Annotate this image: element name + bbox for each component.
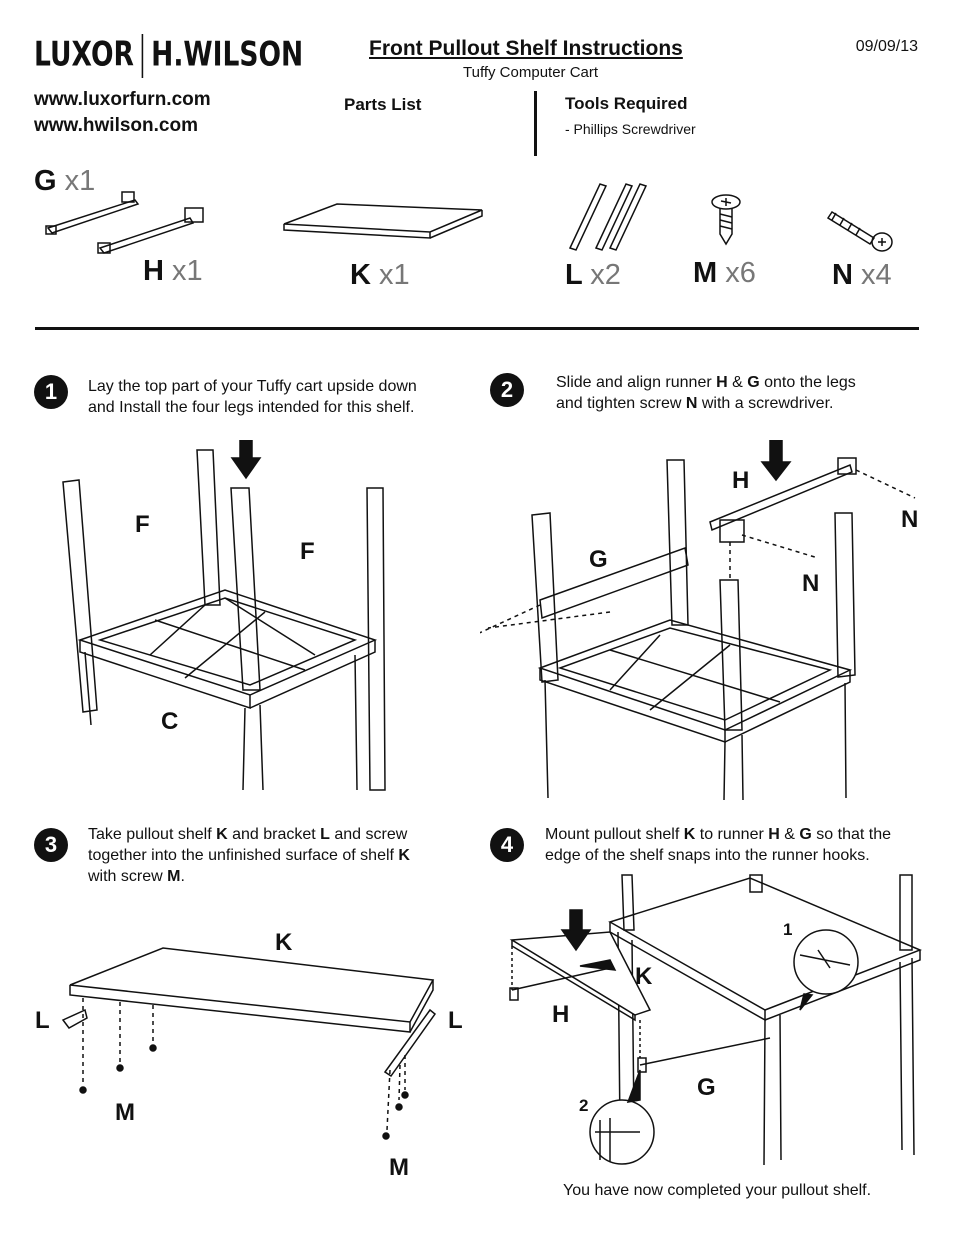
part-qty: x2 xyxy=(590,259,621,291)
part-qty: x4 xyxy=(861,259,892,291)
part-label-h: H x1 xyxy=(143,255,203,288)
step-4-text: Mount pullout shelf K to runner H & G so… xyxy=(545,824,891,866)
step-1-text: Lay the top part of your Tuffy cart upsi… xyxy=(88,376,417,418)
screw-m-icon xyxy=(711,194,741,246)
step-text-line: Lay the top part of your Tuffy cart upsi… xyxy=(88,378,417,395)
step-2-label-h: H xyxy=(732,467,750,494)
step-1-label-c: C xyxy=(161,708,179,735)
brand-logo: LUXOR H.WILSON xyxy=(34,34,303,78)
parts-list-heading: Parts List xyxy=(344,95,422,114)
part-qty: x1 xyxy=(64,165,96,197)
step-3-text: Take pullout shelf K and bracket L and s… xyxy=(88,824,410,887)
part-letter: L xyxy=(565,259,583,291)
part-label-k: K x1 xyxy=(350,259,410,292)
step-4-illustration xyxy=(509,874,922,1166)
part-qty: x1 xyxy=(172,255,203,287)
part-qty: x6 xyxy=(725,257,756,289)
part-letter: M xyxy=(693,257,718,289)
runner-g-icon xyxy=(45,191,204,254)
step-3-label-l1: L xyxy=(35,1007,50,1034)
brand-right: H.WILSON xyxy=(151,34,304,75)
tools-heading: Tools Required xyxy=(565,94,688,113)
step-number-3: 3 xyxy=(34,828,68,862)
part-label-m: M x6 xyxy=(693,257,756,290)
step-text-line: with screw M. xyxy=(88,868,185,885)
step-3-label-m2: M xyxy=(389,1154,409,1181)
step-text-line: edge of the shelf snaps into the runner … xyxy=(545,847,870,864)
step-text-line: Slide and align runner H & G onto the le… xyxy=(556,374,856,391)
header-divider xyxy=(534,91,537,156)
part-letter: H xyxy=(143,255,164,287)
step-2-label-n2: N xyxy=(802,570,820,597)
step-1-label-f2: F xyxy=(300,538,315,565)
part-qty: x1 xyxy=(379,259,410,291)
brand-left: LUXOR xyxy=(34,34,134,75)
step-2-illustration xyxy=(480,440,916,801)
step-4-callout-1: 1 xyxy=(783,920,793,939)
step-text-line: and Install the four legs intended for t… xyxy=(88,399,415,416)
step-4-callout-2: 2 xyxy=(579,1096,589,1115)
page-title: Front Pullout Shelf Instructions xyxy=(369,37,683,60)
part-label-g: G x1 xyxy=(34,165,95,198)
step-3-label-k: K xyxy=(275,929,293,956)
step-3-illustration xyxy=(61,947,437,1140)
part-letter: N xyxy=(832,259,853,291)
step-text-line: Mount pullout shelf K to runner H & G so… xyxy=(545,826,891,843)
step-text-line: and tighten screw N with a screwdriver. xyxy=(556,395,834,412)
step-1-illustration xyxy=(62,440,386,791)
step-1-label-f1: F xyxy=(135,511,150,538)
tool-item: - Phillips Screwdriver xyxy=(565,121,696,137)
part-label-n: N x4 xyxy=(832,259,892,292)
step-2-label-g: G xyxy=(589,546,608,573)
website-link-hwilson[interactable]: www.hwilson.com xyxy=(34,115,198,136)
step-2-label-n1: N xyxy=(901,506,919,533)
step-text-line: Take pullout shelf K and bracket L and s… xyxy=(88,826,408,843)
completion-note: You have now completed your pullout shel… xyxy=(563,1182,872,1199)
step-number-1: 1 xyxy=(34,375,68,409)
part-letter: K xyxy=(350,259,371,291)
part-label-l: L x2 xyxy=(565,259,621,292)
step-4-label-k: K xyxy=(635,963,653,990)
step-number-4: 4 xyxy=(490,828,524,862)
part-letter: G xyxy=(34,165,57,197)
website-link-luxor[interactable]: www.luxorfurn.com xyxy=(34,89,211,110)
page-subtitle: Tuffy Computer Cart xyxy=(463,64,599,81)
step-text-line: together into the unfinished surface of … xyxy=(88,847,410,864)
step-3-label-l2: L xyxy=(448,1007,463,1034)
bracket-l-icon xyxy=(568,183,648,251)
step-2-text: Slide and align runner H & G onto the le… xyxy=(556,372,856,414)
shelf-k-icon xyxy=(283,203,483,239)
step-number-2: 2 xyxy=(490,373,524,407)
document-date: 09/09/13 xyxy=(855,38,918,55)
step-4-label-g: G xyxy=(697,1074,716,1101)
section-divider xyxy=(35,327,919,330)
logo-divider xyxy=(141,34,144,78)
step-3-label-m1: M xyxy=(115,1099,135,1126)
screw-n-icon xyxy=(826,210,893,252)
step-4-label-h: H xyxy=(552,1001,570,1028)
